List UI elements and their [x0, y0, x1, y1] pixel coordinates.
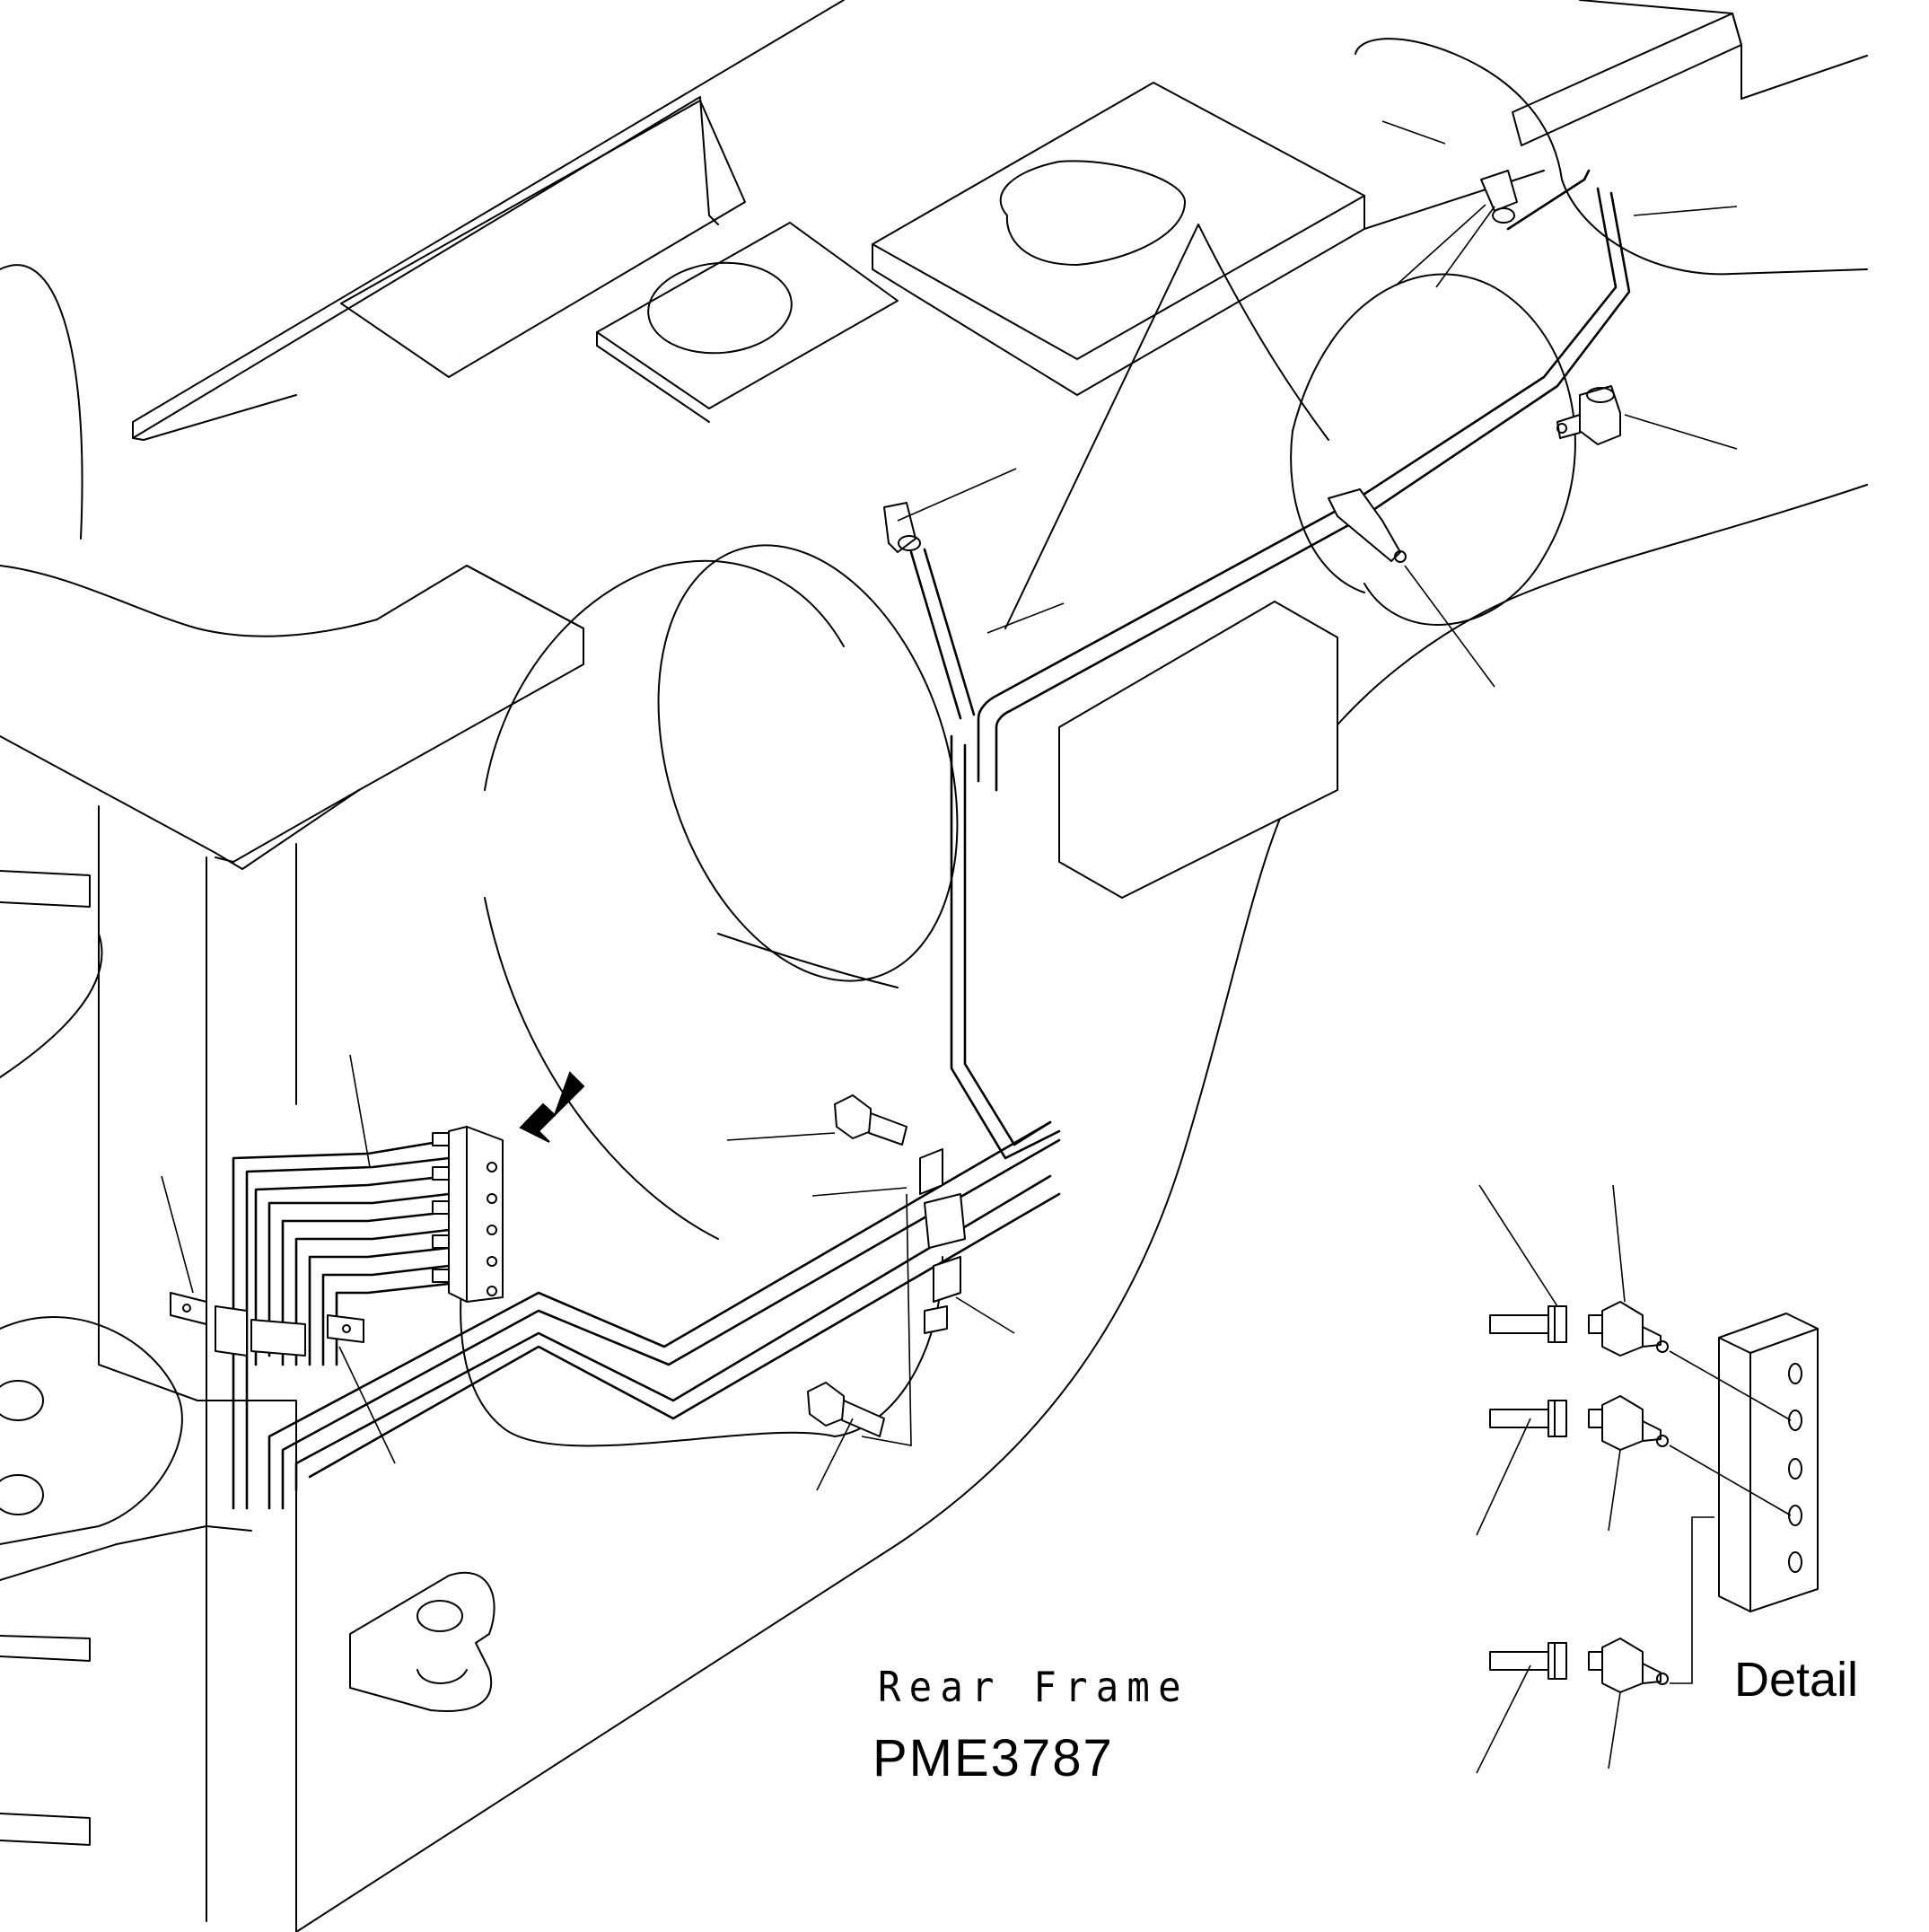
axle-housing-outlines: [460, 224, 1576, 1447]
grease-fittings: [883, 170, 1621, 553]
tube-clamps: [170, 488, 1407, 1357]
drawing-code: PME3787: [872, 1729, 1114, 1787]
rear-frame-outline: [0, 0, 1868, 1932]
detail-label: Detail: [1734, 1653, 1859, 1707]
callout-leaders: [161, 120, 1738, 1491]
lubrication-tubes: [232, 169, 1631, 1510]
detail-inset: [1476, 1184, 1819, 1774]
view-direction-arrow: [519, 1071, 585, 1143]
grease-manifold: [432, 1126, 504, 1303]
view-label: Rear Frame: [878, 1663, 1189, 1711]
mounting-bolts: [807, 1094, 908, 1437]
